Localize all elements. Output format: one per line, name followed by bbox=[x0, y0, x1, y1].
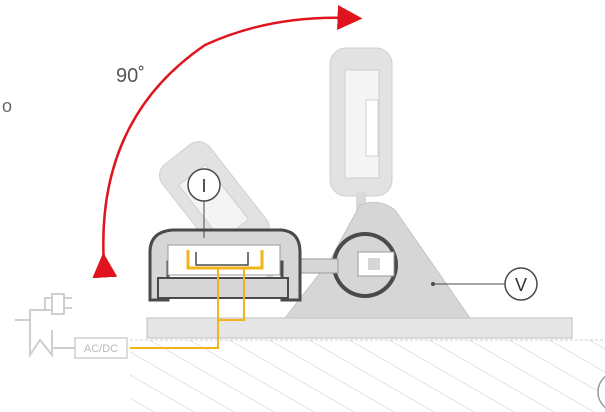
wire bbox=[130, 268, 245, 349]
partial-badge bbox=[597, 375, 605, 409]
wrench-clamp bbox=[285, 232, 398, 298]
angle-label: 90˚ bbox=[116, 65, 145, 87]
plug-icon bbox=[15, 293, 75, 359]
base-plate bbox=[146, 317, 573, 339]
ghost-holder-upright bbox=[329, 47, 393, 218]
power-label: AC/DC bbox=[84, 343, 118, 355]
callout-base-mount-label: V bbox=[515, 275, 527, 295]
callout-top-holder-label: I bbox=[201, 176, 206, 196]
active-holder bbox=[148, 228, 302, 302]
power-adapter-box bbox=[74, 337, 128, 359]
stray-char: o bbox=[2, 96, 12, 116]
callout-base-mount: V bbox=[431, 267, 538, 301]
ground-surface bbox=[130, 339, 605, 412]
rotation-arrow bbox=[92, 5, 363, 279]
callout-top-holder: I bbox=[187, 168, 221, 238]
